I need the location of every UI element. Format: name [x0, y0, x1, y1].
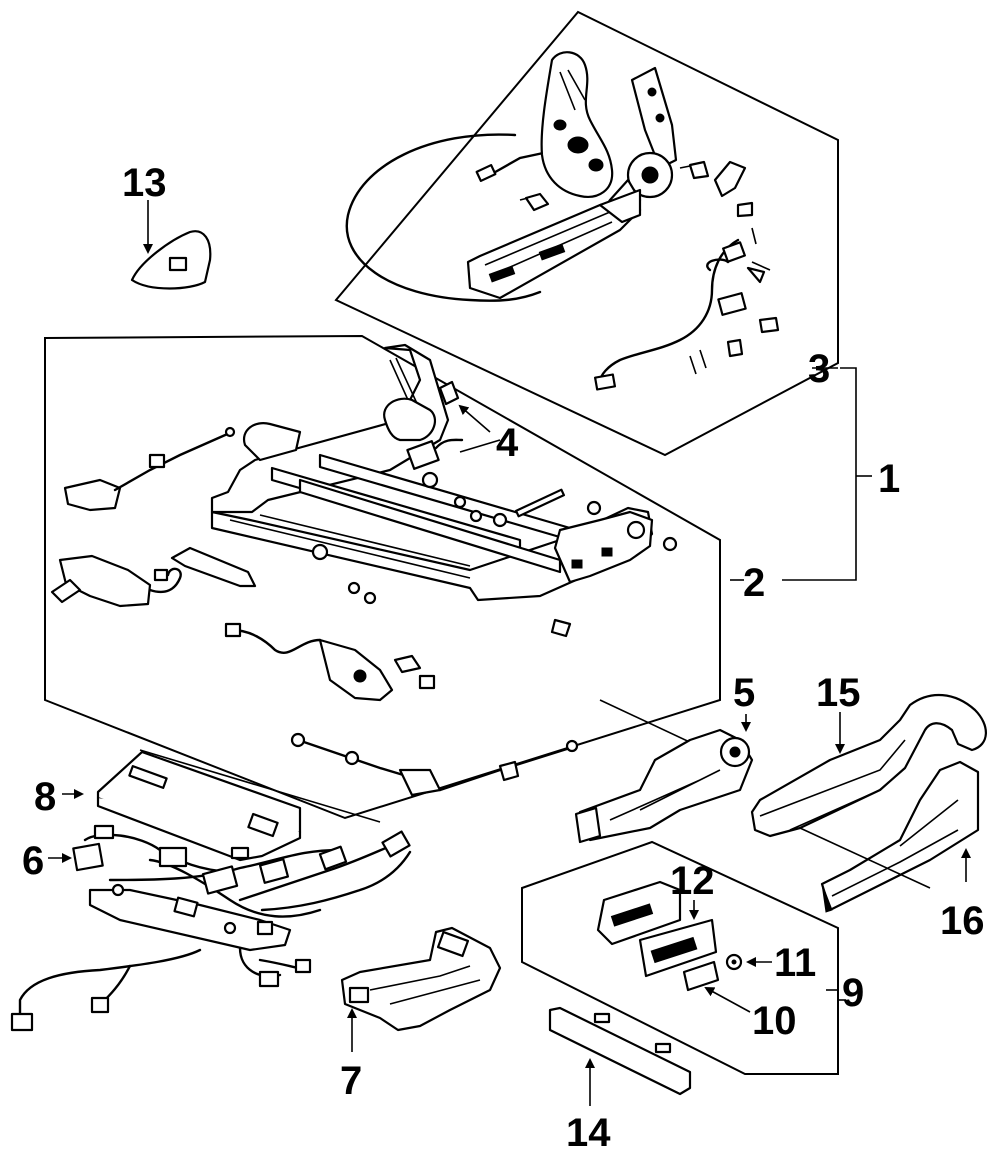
callout-14: 14 — [566, 1111, 611, 1155]
bracket-7 — [340, 926, 502, 1032]
callout-1: 1 — [878, 457, 900, 501]
leader-line-15-16 — [799, 827, 931, 889]
callout-3: 3 — [808, 347, 830, 391]
control-unit-8 — [96, 750, 302, 862]
callout-6: 6 — [22, 839, 44, 883]
recliner-motor-5 — [574, 699, 754, 844]
wiring-harness-6 — [10, 824, 412, 1032]
callout-8: 8 — [34, 775, 56, 819]
group-box-9 — [521, 840, 839, 1075]
callout-arrows — [48, 200, 971, 1106]
side-cover-16 — [820, 760, 980, 913]
callout-16: 16 — [940, 899, 985, 943]
callout-10: 10 — [752, 999, 797, 1043]
seat-adjuster-assembly — [50, 343, 678, 797]
callout-13: 13 — [122, 161, 167, 205]
side-cover-15 — [750, 693, 987, 838]
callout-9: 9 — [842, 971, 864, 1015]
callout-15: 15 — [816, 671, 861, 715]
leader-line-8-2 — [139, 749, 381, 823]
trim-panel-14 — [548, 1006, 692, 1096]
callout-2: 2 — [743, 561, 765, 605]
group-box-3 — [334, 10, 839, 457]
callout-12: 12 — [670, 859, 715, 903]
switch-assembly-9 — [596, 880, 743, 992]
group-box-2 — [44, 334, 721, 820]
callout-11: 11 — [774, 941, 816, 985]
callout-7: 7 — [340, 1059, 362, 1103]
recliner-assembly — [345, 51, 780, 391]
callout-4: 4 — [496, 421, 519, 465]
bracket-1 — [782, 367, 872, 581]
trim-cover-13 — [130, 230, 212, 290]
callout-5: 5 — [733, 671, 755, 715]
